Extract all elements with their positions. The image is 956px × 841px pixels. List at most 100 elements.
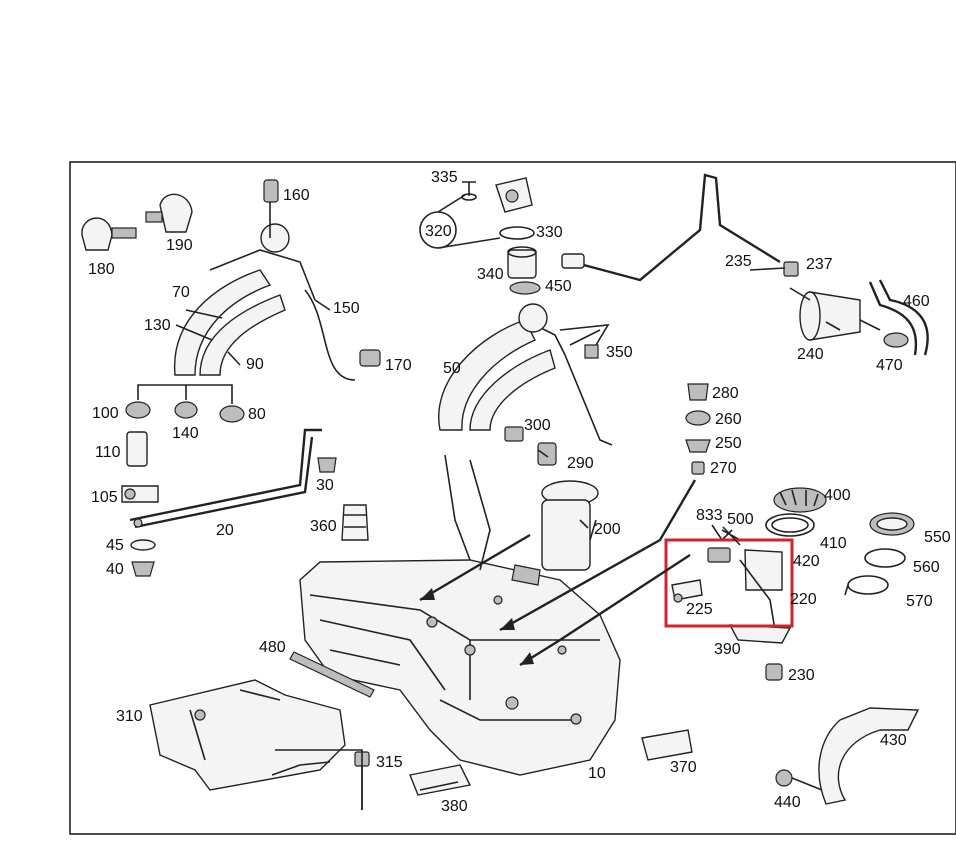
label-440: 440 — [774, 794, 801, 811]
label-230: 230 — [788, 667, 815, 684]
label-250: 250 — [715, 435, 742, 452]
washer-260[interactable] — [685, 410, 711, 426]
washer-250[interactable] — [685, 439, 711, 453]
neck-340[interactable] — [507, 246, 537, 279]
label-237: 237 — [806, 256, 833, 273]
bracket-380[interactable] — [409, 764, 472, 796]
label-40: 40 — [106, 561, 124, 578]
fuel-pump-200[interactable] — [511, 480, 599, 586]
label-300: 300 — [524, 417, 551, 434]
seal-330[interactable] — [499, 226, 535, 240]
ring-550[interactable] — [869, 512, 915, 536]
label-90: 90 — [246, 356, 264, 373]
label-20: 20 — [216, 522, 234, 539]
label-270: 270 — [710, 460, 737, 477]
ring-450[interactable] — [509, 281, 541, 295]
label-390: 390 — [714, 641, 741, 658]
seal-410[interactable] — [765, 513, 815, 537]
sensor-225[interactable] — [671, 579, 703, 603]
clip-105[interactable] — [121, 485, 159, 503]
label-110: 110 — [95, 444, 121, 461]
label-550: 550 — [924, 529, 951, 546]
boot-cap[interactable] — [495, 177, 533, 213]
seal-560[interactable] — [864, 548, 906, 568]
label-410: 410 — [820, 535, 847, 552]
clamp-140[interactable] — [174, 401, 198, 419]
label-470: 470 — [876, 357, 903, 374]
label-460: 460 — [903, 293, 930, 310]
label-160: 160 — [283, 187, 310, 204]
sending-unit-500[interactable] — [707, 529, 783, 631]
label-320: 320 — [425, 223, 452, 240]
label-280: 280 — [712, 385, 739, 402]
tank-strap[interactable] — [129, 428, 322, 529]
label-170: 170 — [385, 357, 412, 374]
sleeve-110[interactable] — [126, 431, 148, 467]
label-10: 10 — [588, 765, 606, 782]
clamp-570[interactable] — [844, 575, 889, 596]
label-420: 420 — [793, 553, 820, 570]
sensor-290[interactable] — [537, 442, 557, 466]
strip-480[interactable] — [289, 651, 375, 698]
label-220: 220 — [790, 591, 817, 608]
bracket-370[interactable] — [641, 729, 693, 761]
label-260: 260 — [715, 411, 742, 428]
lock-ring-400[interactable] — [773, 487, 827, 513]
filler-neck-50[interactable] — [438, 303, 613, 571]
fuel-tank[interactable] — [299, 559, 621, 776]
label-430: 430 — [880, 732, 907, 749]
label-560: 560 — [913, 559, 940, 576]
vent-line-150[interactable] — [304, 289, 356, 381]
nut-30[interactable] — [317, 457, 337, 473]
label-225: 225 — [686, 601, 713, 618]
label-833: 833 — [696, 507, 723, 524]
clip-190[interactable] — [145, 193, 193, 233]
clip-180[interactable] — [81, 217, 137, 251]
label-290: 290 — [567, 455, 594, 472]
hose-460[interactable] — [868, 279, 929, 356]
label-50: 50 — [443, 360, 461, 377]
label-100: 100 — [92, 405, 119, 422]
label-500: 500 — [727, 511, 754, 528]
label-370: 370 — [670, 759, 697, 776]
cap-280[interactable] — [687, 383, 709, 401]
nut-40[interactable] — [131, 561, 155, 577]
label-315: 315 — [376, 754, 403, 771]
label-310: 310 — [116, 708, 143, 725]
filler-neck-left[interactable] — [174, 223, 316, 376]
bolt-350[interactable] — [559, 324, 610, 359]
bumper-360[interactable] — [341, 504, 369, 541]
line-235[interactable] — [561, 173, 781, 282]
nut-230[interactable] — [765, 663, 783, 681]
label-570: 570 — [906, 593, 933, 610]
label-180: 180 — [88, 261, 115, 278]
clamp-470[interactable] — [883, 332, 909, 348]
highlight-box — [664, 538, 794, 628]
callout-320-leaders — [437, 194, 501, 249]
label-105: 105 — [91, 489, 118, 506]
washer-45[interactable] — [130, 539, 156, 551]
line-160[interactable] — [263, 179, 279, 238]
nut-270[interactable] — [691, 461, 705, 475]
fuel-filter-240[interactable] — [789, 287, 881, 341]
assembly-arrows — [419, 479, 697, 667]
clamp-leader — [137, 384, 233, 404]
label-240: 240 — [797, 346, 824, 363]
clip-170[interactable] — [359, 349, 381, 367]
clamp-80[interactable] — [219, 405, 245, 423]
label-400: 400 — [824, 487, 851, 504]
cap-335[interactable] — [461, 181, 477, 201]
strap-430[interactable] — [818, 707, 920, 805]
label-130: 130 — [144, 317, 171, 334]
clamp-100[interactable] — [125, 401, 151, 419]
bolt-300[interactable] — [504, 426, 524, 442]
label-360: 360 — [310, 518, 337, 535]
bolt-315-leader — [275, 749, 363, 810]
heat-shield-310[interactable] — [149, 679, 346, 791]
label-235: 235 — [725, 253, 752, 270]
connector-237[interactable] — [783, 261, 799, 277]
bolt-440[interactable] — [775, 769, 823, 791]
label-45: 45 — [106, 537, 124, 554]
